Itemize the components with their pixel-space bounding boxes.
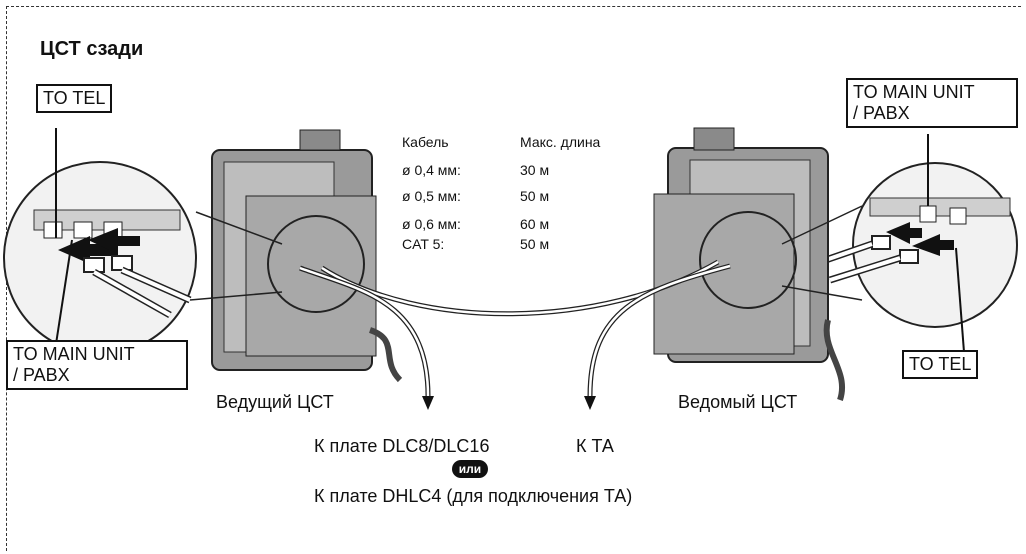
left-zoom-circle — [4, 128, 196, 354]
slave-phone-drawing — [654, 128, 862, 400]
to-tel-label-right: TO TEL — [902, 350, 978, 379]
ta-caption: К ТА — [576, 436, 614, 457]
cable-cell: ø 0,6 мм: — [402, 216, 461, 232]
to-main-unit-label-right: TO MAIN UNIT / PABX — [846, 78, 1018, 128]
dhlc-caption: К плате DHLC4 (для подключения ТА) — [314, 486, 632, 507]
cable-cell: ø 0,5 мм: — [402, 188, 461, 204]
length-cell: 50 м — [520, 236, 549, 252]
cable-cell: ø 0,4 мм: — [402, 162, 461, 178]
or-badge: или — [452, 460, 488, 478]
cable-header: Кабель — [402, 134, 449, 150]
cable-cell: CAT 5: — [402, 236, 444, 252]
master-phone-drawing — [190, 130, 400, 380]
length-cell: 50 м — [520, 188, 549, 204]
to-tel-label-left: TO TEL — [36, 84, 112, 113]
length-cell: 30 м — [520, 162, 549, 178]
slave-phone-caption: Ведомый ЦСТ — [678, 392, 797, 413]
master-phone-caption: Ведущий ЦСТ — [216, 392, 334, 413]
dlc-caption: К плате DLC8/DLC16 — [314, 436, 489, 457]
length-header: Макс. длина — [520, 134, 600, 150]
length-cell: 60 м — [520, 216, 549, 232]
right-zoom-circle — [820, 134, 1017, 352]
to-main-unit-label-left: TO MAIN UNIT / PABX — [6, 340, 188, 390]
